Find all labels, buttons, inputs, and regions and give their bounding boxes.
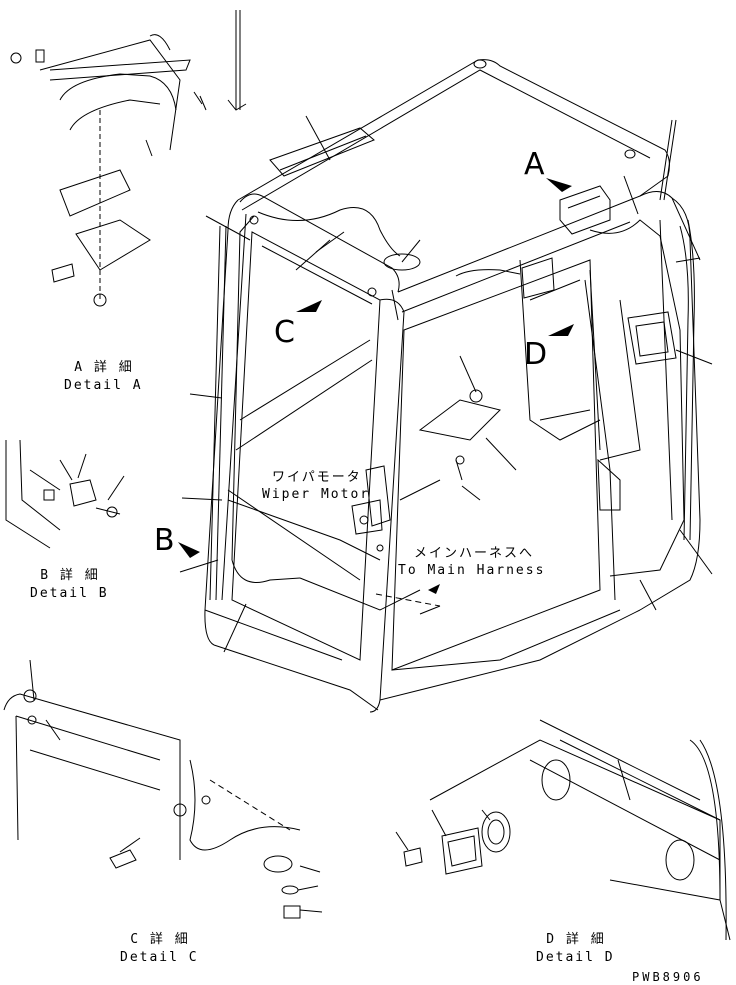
wiper-motor <box>351 465 391 552</box>
marker-d: D <box>524 337 548 372</box>
detail-d-view <box>395 719 731 941</box>
marker-b: B <box>154 523 175 558</box>
marker-a: A <box>524 147 545 182</box>
roof-parts <box>249 59 677 481</box>
detail-a-caption-en: Detail A <box>64 378 143 393</box>
wiper-motor-label-jp: ワイパモータ <box>272 470 362 485</box>
cab-body <box>204 59 701 713</box>
wiper-motor-label-en: Wiper Motor <box>262 487 371 502</box>
detail-c-caption-en: Detail C <box>120 950 199 965</box>
drawing-code: PWB8906 <box>632 970 704 984</box>
detail-c-view <box>3 659 323 919</box>
detail-b-view <box>5 439 125 549</box>
detail-b-caption-jp: B 詳 細 <box>40 568 100 583</box>
leader-lines <box>179 115 713 653</box>
detail-d-caption-jp: D 詳 細 <box>546 932 606 947</box>
main-harness-label-en: To Main Harness <box>398 563 546 578</box>
direction-arrows[interactable] <box>178 178 574 594</box>
detail-a-view <box>10 10 247 307</box>
detail-c-caption-jp: C 詳 細 <box>130 932 190 947</box>
detail-a-caption-jp: A 詳 細 <box>74 360 134 375</box>
detail-d-caption-en: Detail D <box>536 950 615 965</box>
main-harness-label-jp: メインハーネスへ <box>414 546 535 561</box>
marker-c: C <box>274 315 295 350</box>
harness-wires <box>227 207 685 611</box>
detail-b-caption-en: Detail B <box>30 586 109 601</box>
